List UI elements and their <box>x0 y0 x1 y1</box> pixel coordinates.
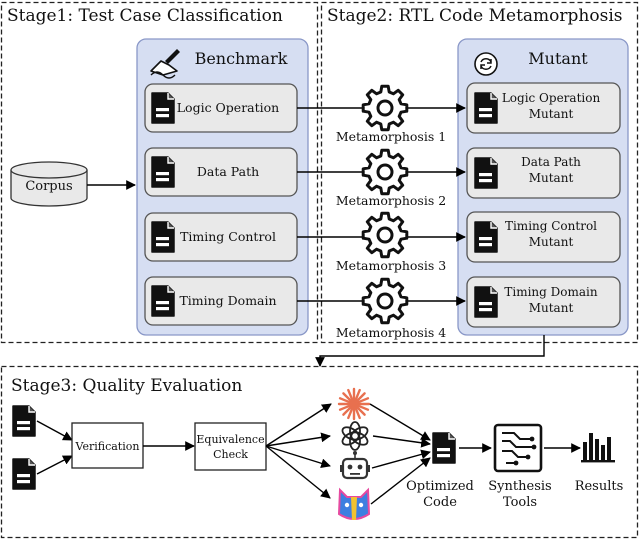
equivalence-label-line1: Equivalence <box>196 433 264 446</box>
cat-mascot-icon <box>337 487 371 520</box>
synthesis-label-line2: Tools <box>503 495 537 510</box>
optimized-label-line1: Optimized <box>406 479 474 494</box>
stage2-title: Stage2: RTL Code Metamorphosis <box>327 6 623 26</box>
mutant-label-line2: Mutant <box>529 301 574 315</box>
verification-box <box>71 422 144 469</box>
benchmark-item-label: Logic Operation <box>177 100 279 115</box>
benchmark-item-label: Timing Control <box>180 229 276 244</box>
gear-icon <box>361 148 409 196</box>
metamorphosis-label: Metamorphosis 3 <box>336 258 446 273</box>
mutant-item-timing-domain: Timing Domain Mutant <box>466 276 621 328</box>
converge-arrow <box>369 403 431 441</box>
benchmark-item-timing-domain: Timing Domain <box>144 276 298 326</box>
metamorphosis-label: Metamorphosis 1 <box>336 129 446 144</box>
document-icon <box>474 221 498 253</box>
gear-icon <box>361 211 409 259</box>
input-arrow <box>36 420 73 441</box>
document-icon <box>474 157 498 189</box>
document-icon <box>12 405 36 437</box>
document-icon <box>151 285 175 317</box>
converge-arrow <box>372 435 431 448</box>
benchmark-title: Benchmark <box>195 49 288 68</box>
metamorphosis-1: Metamorphosis 1 <box>297 84 466 144</box>
benchmark-item-data-path: Data Path <box>144 147 298 197</box>
mutant-item-data-path: Data Path Mutant <box>466 147 621 199</box>
fanout-arrow <box>265 445 331 499</box>
verification-label: Verification <box>75 440 140 453</box>
benchmark-item-logic-operation: Logic Operation <box>144 83 298 133</box>
stage-connector-arrow <box>315 335 545 367</box>
mutant-label-line1: Timing Domain <box>504 285 598 299</box>
corpus-database: Corpus <box>10 161 88 207</box>
results-label: Results <box>575 479 624 494</box>
document-icon <box>151 92 175 124</box>
fanout-arrow <box>265 445 331 469</box>
mutant-label-line2: Mutant <box>529 235 574 249</box>
document-icon <box>151 221 175 253</box>
bar-chart-icon <box>581 433 615 463</box>
mutant-label-line2: Mutant <box>529 171 574 185</box>
metamorphosis-label: Metamorphosis 4 <box>336 325 446 340</box>
document-icon <box>12 458 36 490</box>
mutant-item-logic-operation: Logic Operation Mutant <box>466 82 621 134</box>
optimized-code-icon <box>432 432 456 464</box>
mutant-label-line1: Data Path <box>521 155 581 169</box>
converge-arrow <box>370 457 431 505</box>
mutant-label-line2: Mutant <box>529 107 574 121</box>
benchmark-item-label: Data Path <box>197 164 259 179</box>
document-icon <box>474 92 498 124</box>
synthesis-label-line1: Synthesis <box>488 479 551 494</box>
stage3-frame <box>0 365 639 539</box>
refresh-icon <box>474 52 498 76</box>
optimized-label-line2: Code <box>423 495 457 510</box>
converge-arrow <box>371 449 431 469</box>
fanout-arrow <box>265 432 331 447</box>
document-icon <box>151 156 175 188</box>
benchmark-item-timing-control: Timing Control <box>144 212 298 262</box>
document-icon <box>474 286 498 318</box>
input-arrow <box>36 455 73 475</box>
metamorphosis-label: Metamorphosis 2 <box>336 193 446 208</box>
mutant-label-line1: Timing Control <box>505 219 597 233</box>
mutant-title: Mutant <box>528 49 588 68</box>
metamorphosis-2: Metamorphosis 2 <box>297 148 466 208</box>
robot-icon <box>340 451 370 480</box>
mutant-item-timing-control: Timing Control Mutant <box>466 211 621 263</box>
benchmark-item-label: Timing Domain <box>179 293 276 308</box>
corpus-label: Corpus <box>25 179 72 194</box>
metamorphosis-3: Metamorphosis 3 <box>297 211 466 273</box>
openai-icon <box>341 421 369 451</box>
mutant-label-line1: Logic Operation <box>502 91 601 105</box>
stage1-title: Stage1: Test Case Classification <box>7 6 283 26</box>
claude-icon <box>337 387 371 421</box>
stage3-title: Stage3: Quality Evaluation <box>11 376 242 396</box>
metamorphosis-4: Metamorphosis 4 <box>297 277 466 340</box>
equivalence-check-box <box>194 422 267 471</box>
hand-write-icon <box>150 49 180 79</box>
equivalence-label-line2: Check <box>213 448 248 461</box>
gear-icon <box>361 277 409 325</box>
circuit-board-icon <box>493 423 543 473</box>
fanout-arrow <box>265 403 332 447</box>
gear-icon <box>361 84 409 132</box>
